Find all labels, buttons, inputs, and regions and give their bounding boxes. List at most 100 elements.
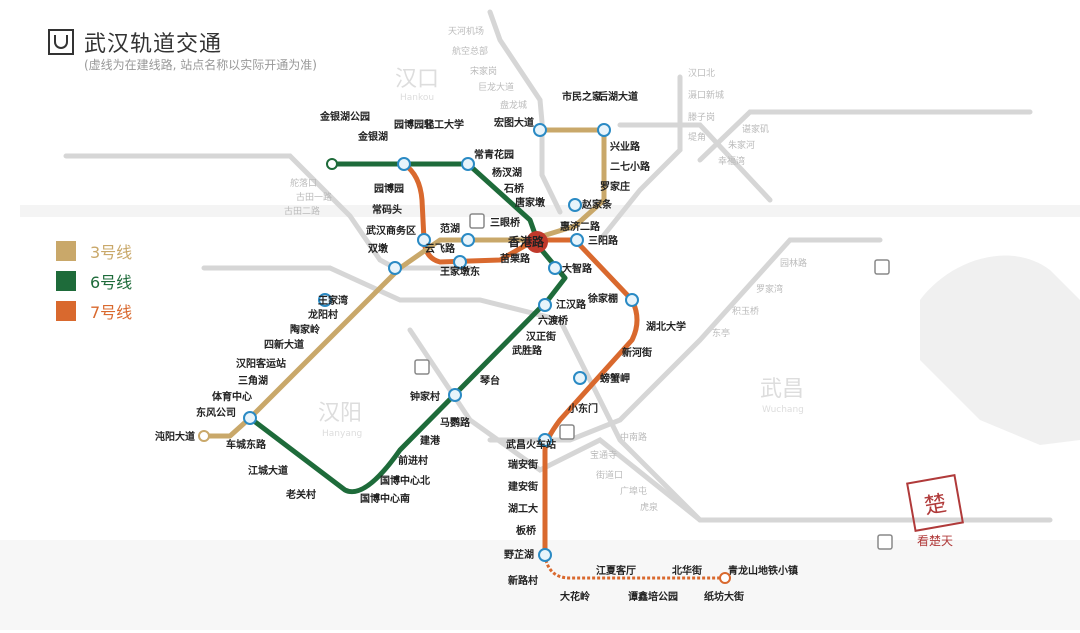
station-label-grey[interactable]: 天河机场	[448, 25, 484, 37]
station-label[interactable]: 宏图大道	[494, 116, 534, 129]
station-label-planned[interactable]: 大花岭	[560, 590, 590, 603]
station-label-grey[interactable]: 广埠屯	[620, 485, 647, 497]
station-label[interactable]: 野芷湖	[504, 548, 534, 561]
station-label[interactable]: 瑞安街	[508, 458, 538, 471]
station-label[interactable]: 武胜路	[512, 344, 543, 357]
station-label[interactable]: 老关村	[285, 488, 316, 501]
station-label-planned[interactable]: 纸坊大街	[704, 590, 744, 603]
station-label[interactable]: 武汉商务区	[366, 224, 416, 237]
station-label-grey[interactable]: 中南路	[620, 431, 647, 443]
station-label-grey[interactable]: 朱家河	[728, 139, 755, 151]
station-label[interactable]: 武昌火车站	[506, 438, 556, 451]
station-label[interactable]: 徐家棚	[587, 292, 618, 305]
station-label[interactable]: 市民之家	[562, 90, 603, 103]
station-label-grey[interactable]: 航空总部	[452, 45, 488, 57]
station-label[interactable]: 汉阳客运站	[236, 357, 286, 370]
interchange-station-icon[interactable]	[538, 548, 552, 562]
station-label[interactable]: 三角湖	[238, 374, 268, 387]
station-label[interactable]: 轻工大学	[424, 118, 464, 131]
station-label[interactable]: 唐家墩	[515, 196, 546, 209]
station-label[interactable]: 螃蟹岬	[600, 372, 630, 385]
interchange-station-icon[interactable]	[573, 371, 587, 385]
station-label-grey[interactable]: 滕子岗	[688, 111, 715, 123]
station-label[interactable]: 云飞路	[425, 242, 456, 255]
station-label-grey[interactable]: 积玉桥	[732, 305, 759, 317]
interchange-station-icon[interactable]	[533, 123, 547, 137]
station-label[interactable]: 体育中心	[212, 390, 252, 403]
interchange-station-icon[interactable]	[548, 261, 562, 275]
station-label[interactable]: 板桥	[516, 524, 537, 537]
station-label-grey[interactable]: 宝通寺	[590, 449, 617, 461]
station-label[interactable]: 三阳路	[588, 234, 619, 247]
station-label[interactable]: 兴业路	[610, 140, 641, 153]
station-label[interactable]: 东风公司	[196, 406, 236, 419]
interchange-station-icon[interactable]	[318, 293, 332, 307]
station-label-grey[interactable]: 宋家岗	[470, 65, 497, 77]
station-label[interactable]: 范湖	[440, 222, 460, 235]
station-label-grey[interactable]: 堤角	[688, 131, 706, 143]
legend-item-line6[interactable]: 6号线	[56, 266, 132, 296]
station-label[interactable]: 国博中心北	[380, 474, 430, 487]
interchange-station-icon[interactable]	[538, 298, 552, 312]
station-label-grey[interactable]: 巨龙大道	[478, 81, 514, 93]
station-label[interactable]: 汉正街	[526, 330, 556, 343]
station-label-grey[interactable]: 滠口新城	[688, 89, 724, 101]
station-label[interactable]: 常青花园	[474, 148, 514, 161]
station-label[interactable]: 王家湾	[318, 294, 348, 307]
station-label-grey[interactable]: 古田一路	[296, 191, 332, 203]
station-label[interactable]: 陶家岭	[290, 323, 320, 336]
station-label-grey[interactable]: 幸福湾	[718, 155, 745, 167]
station-label[interactable]: 龙阳村	[307, 308, 338, 321]
station-label[interactable]: 建安街	[507, 480, 538, 493]
station-label-grey[interactable]: 舵落口	[290, 177, 317, 189]
interchange-station-icon[interactable]	[448, 388, 462, 402]
station-label-grey[interactable]: 街道口	[596, 469, 623, 481]
hub-station-icon[interactable]	[526, 231, 548, 253]
station-label[interactable]: 六渡桥	[538, 314, 569, 327]
interchange-station-icon[interactable]	[570, 233, 584, 247]
station-label[interactable]: 后湖大道	[598, 90, 638, 103]
interchange-station-icon[interactable]	[243, 411, 257, 425]
station-label[interactable]: 金银湖	[357, 130, 388, 143]
interchange-station-icon[interactable]	[388, 261, 402, 275]
interchange-station-icon[interactable]	[538, 433, 552, 447]
station-label[interactable]: 新河街	[622, 346, 652, 359]
station-label-planned[interactable]: 青龙山地铁小镇	[728, 564, 798, 577]
terminus-icon[interactable]	[326, 158, 338, 170]
station-label[interactable]: 前进村	[398, 454, 428, 467]
legend-item-line3[interactable]: 3号线	[56, 236, 132, 266]
station-label-grey[interactable]: 谌家矶	[742, 123, 769, 135]
station-label-planned[interactable]: 北华街	[672, 564, 702, 577]
station-label-grey[interactable]: 虎泉	[640, 501, 658, 513]
station-label[interactable]: 建港	[419, 434, 441, 447]
interchange-station-icon[interactable]	[417, 233, 431, 247]
station-label[interactable]: 四新大道	[264, 338, 304, 351]
station-label[interactable]: 双墩	[368, 242, 389, 255]
station-label-planned[interactable]: 谭鑫培公园	[628, 590, 678, 603]
station-label[interactable]: 罗家庄	[600, 180, 630, 193]
station-label[interactable]: 金银湖公园	[319, 110, 370, 123]
station-label[interactable]: 湖北大学	[646, 320, 686, 333]
station-label[interactable]: 车城东路	[226, 438, 267, 451]
terminus-icon[interactable]	[198, 430, 210, 442]
station-label[interactable]: 二七小路	[610, 160, 651, 173]
station-label[interactable]: 杨汊湖	[492, 166, 522, 179]
station-label-grey[interactable]: 古田二路	[284, 205, 320, 217]
station-label-grey[interactable]: 园林路	[780, 257, 807, 269]
interchange-station-icon[interactable]	[453, 255, 467, 269]
interchange-station-icon[interactable]	[568, 198, 582, 212]
station-label[interactable]: 大智路	[562, 262, 593, 275]
station-label[interactable]: 国博中心南	[360, 492, 410, 505]
station-label[interactable]: 园博园	[374, 182, 404, 195]
station-label[interactable]: 常码头	[372, 203, 402, 216]
station-label[interactable]: 小东门	[567, 402, 598, 415]
station-label[interactable]: 苗栗路	[500, 252, 531, 265]
station-label[interactable]: 园博园北	[394, 118, 434, 131]
station-label-grey[interactable]: 汉口北	[688, 68, 715, 79]
station-label-grey[interactable]: 盘龙城	[500, 99, 527, 111]
terminus-icon[interactable]	[719, 572, 731, 584]
station-label-hub[interactable]: 香港路	[507, 234, 545, 249]
station-label-planned[interactable]: 新路村	[508, 574, 538, 587]
interchange-station-icon[interactable]	[625, 293, 639, 307]
station-label[interactable]: 琴台	[479, 374, 500, 387]
